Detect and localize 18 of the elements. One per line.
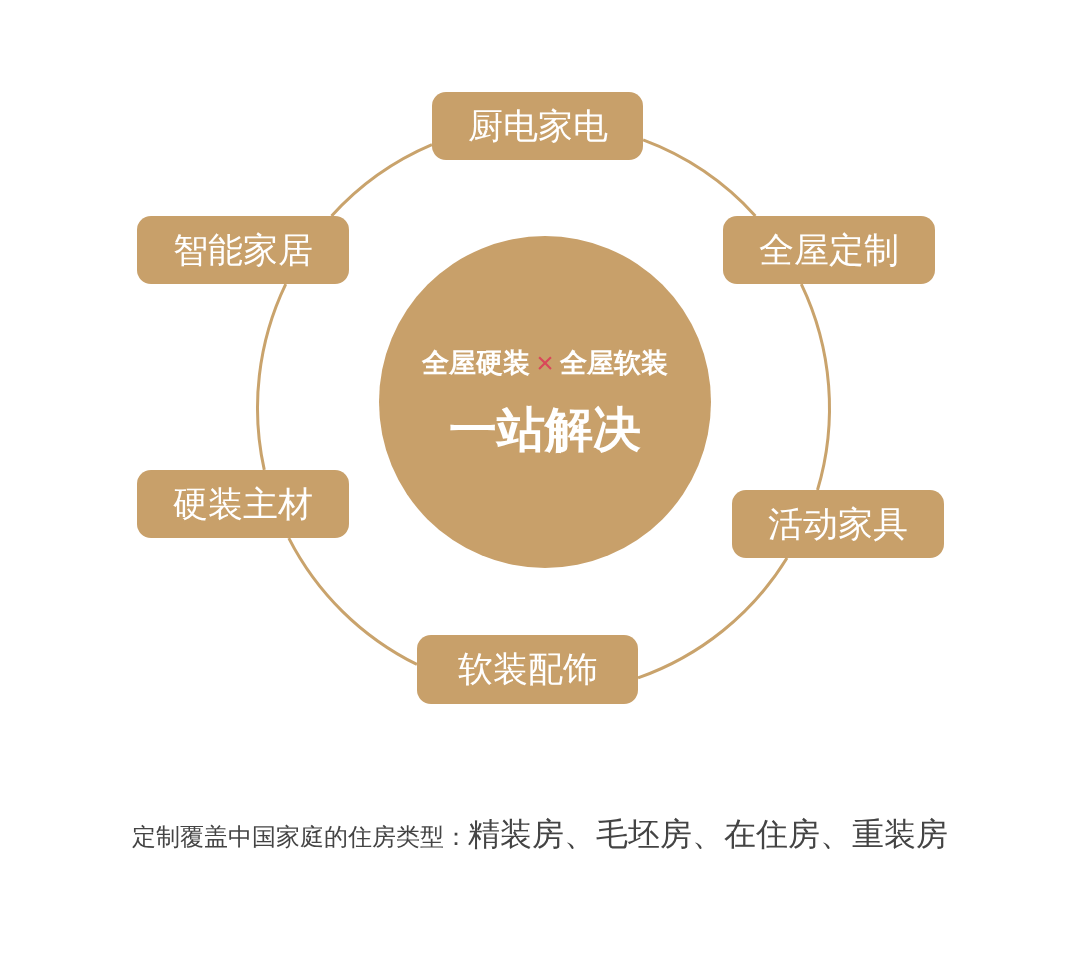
cross-sign: × (536, 348, 554, 378)
category-pill: 全屋定制 (723, 216, 935, 284)
center-text: 全屋软装 (559, 349, 668, 377)
slogan-text: 一站解决 (449, 406, 641, 454)
ring-arc (330, 143, 433, 218)
ring-arc (637, 557, 789, 680)
center-text: 全屋硬装 (422, 349, 531, 377)
ring-arc (287, 537, 418, 666)
category-pill: 活动家具 (732, 490, 944, 558)
ring-arc (799, 283, 831, 491)
caption-text: 定制覆盖中国家庭的住房类型： (132, 825, 468, 849)
category-pill: 智能家居 (137, 216, 349, 284)
category-pill: 厨电家电 (432, 92, 643, 160)
category-pill: 硬装主材 (137, 470, 349, 538)
ring-arc (256, 283, 288, 471)
category-pill: 软装配饰 (417, 635, 638, 704)
ring-arc (642, 138, 757, 217)
caption-text: 精装房、毛坯房、在住房、重装房 (468, 818, 948, 850)
